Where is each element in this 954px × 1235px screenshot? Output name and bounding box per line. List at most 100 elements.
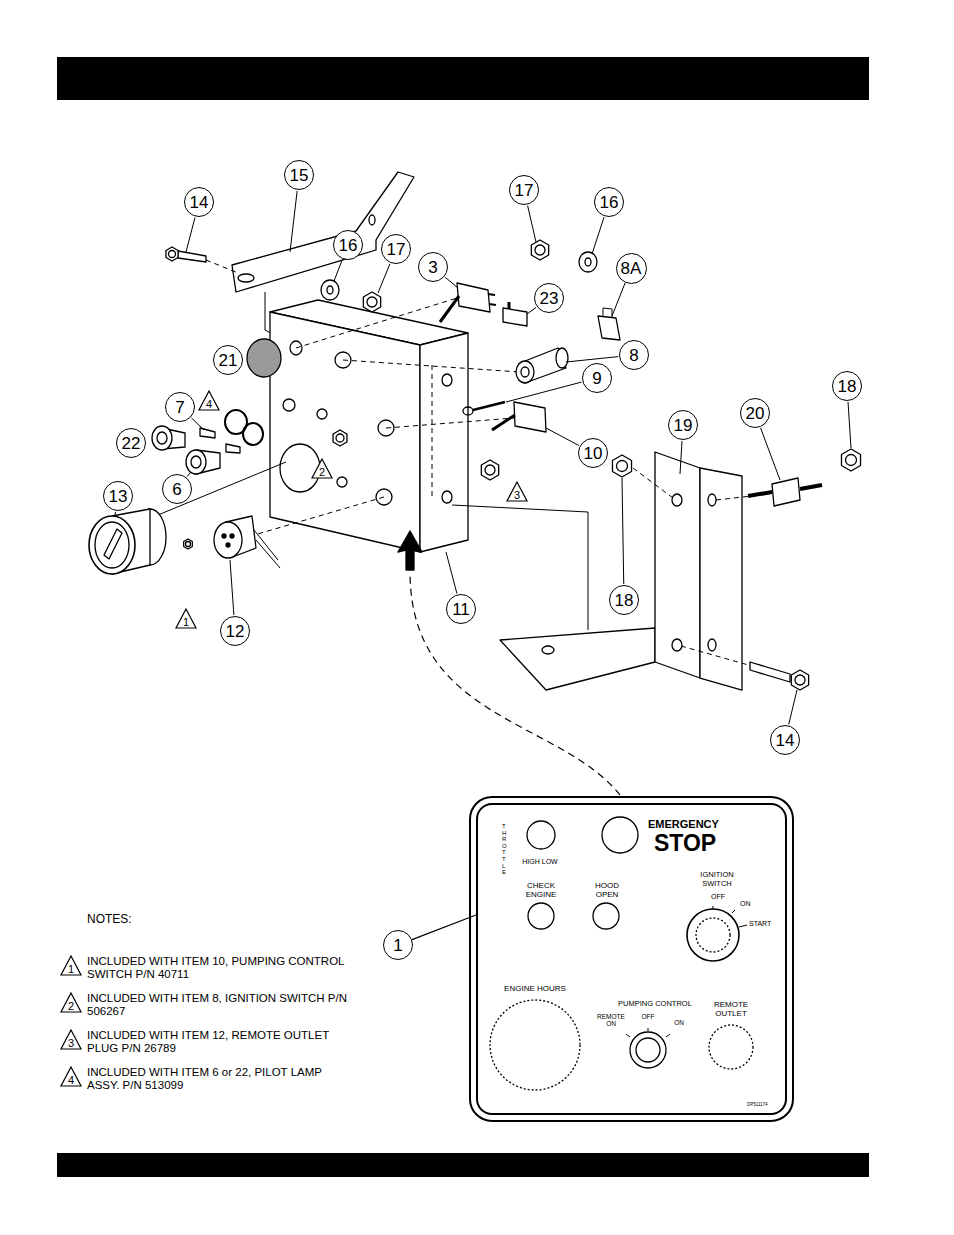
note-triangle: 1 xyxy=(175,608,197,629)
switch-tick xyxy=(732,910,735,913)
callout-circle: 19 xyxy=(668,410,698,440)
panel-label: IGNITION SWITCH xyxy=(687,871,747,888)
bracket-base xyxy=(500,628,655,690)
callout-number: 8 xyxy=(629,347,638,364)
callout-number: 6 xyxy=(172,481,181,498)
callout-circle: 8 xyxy=(619,340,649,370)
mounting-hole xyxy=(317,409,327,419)
connector-latch xyxy=(603,308,612,318)
triangle-shape xyxy=(61,993,81,1012)
note-number: 1 xyxy=(175,617,197,628)
callout-number: 14 xyxy=(190,194,209,211)
pilot-bulb xyxy=(200,428,215,438)
bracket-hole xyxy=(672,639,682,651)
panel-label: HIGH LOW xyxy=(522,858,557,866)
hex-nut-bore xyxy=(617,461,628,472)
callout-number: 3 xyxy=(428,259,437,276)
callout-circle: 6 xyxy=(162,474,192,504)
panel-label: OFF xyxy=(642,1013,655,1020)
hex-nut xyxy=(363,292,380,312)
switch-tick xyxy=(626,1034,630,1037)
callout-number: 18 xyxy=(615,592,634,609)
triangle-outline xyxy=(60,955,82,976)
callout-circle: 16 xyxy=(594,187,624,217)
callout-number: 14 xyxy=(776,732,795,749)
callout-circle: 22 xyxy=(116,428,146,458)
outlet-pin xyxy=(226,543,230,547)
threaded-stud xyxy=(800,485,822,489)
assembly-line xyxy=(158,462,286,515)
triangle-outline xyxy=(60,1029,82,1050)
bolt-head xyxy=(166,247,178,261)
ignition-switch-back xyxy=(556,348,568,368)
panel-label: REMOTE ON xyxy=(594,1013,628,1028)
leader-line xyxy=(761,428,780,480)
triangle-shape xyxy=(61,956,81,975)
triangle-shape xyxy=(61,1067,81,1086)
note-text: INCLUDED WITH ITEM 6 or 22, PILOT LAMP A… xyxy=(87,1066,349,1091)
callout-circle: 23 xyxy=(534,283,564,313)
callout-number: 13 xyxy=(109,488,128,505)
assembly-line xyxy=(681,646,752,666)
hex-nut-bore xyxy=(367,297,377,307)
leader-line xyxy=(789,690,797,724)
leader-line xyxy=(187,473,190,477)
hour-meter-cutout xyxy=(490,1000,580,1090)
toggle-lever xyxy=(440,296,459,322)
triangle-shape xyxy=(507,482,527,501)
note-text: INCLUDED WITH ITEM 8, IGNITION SWITCH P/… xyxy=(87,992,349,1017)
callout-circle: 16 xyxy=(333,230,363,260)
callout-circle: 1 xyxy=(383,930,413,960)
mounting-hole xyxy=(337,477,347,487)
callout-circle: 9 xyxy=(582,363,612,393)
panel-label: ON xyxy=(674,1019,684,1026)
ignition-key xyxy=(473,402,505,410)
bolt-shank xyxy=(178,251,206,262)
mounting-hole xyxy=(442,374,452,386)
mounting-hole xyxy=(442,491,452,503)
hex-nut xyxy=(841,449,860,471)
hex-nut-bore xyxy=(336,434,344,442)
bracket-flange xyxy=(700,468,742,690)
rocker-actuator xyxy=(508,302,511,309)
triangle-outline xyxy=(175,608,197,629)
ignition-bezel xyxy=(687,909,739,961)
strap-hole xyxy=(369,215,375,225)
callout-number: 19 xyxy=(674,417,693,434)
callout-circle: 18 xyxy=(832,371,862,401)
leader-line xyxy=(290,191,297,252)
note-triangle: 3 xyxy=(60,1029,82,1050)
mounting-strap xyxy=(232,172,414,292)
switch-tick xyxy=(648,1028,649,1031)
assembly-line xyxy=(206,260,238,273)
lamp-holder-front xyxy=(186,450,206,474)
triangle-outline xyxy=(60,992,82,1013)
callout-number: 9 xyxy=(592,370,601,387)
callout-circle: 10 xyxy=(578,438,608,468)
outlet-wire xyxy=(256,540,280,568)
bracket-hole xyxy=(542,646,554,654)
callout-circle: 17 xyxy=(509,175,539,205)
washer-hole xyxy=(327,286,333,294)
control-panel-decal: THROTTLEEMERGENCYSTOPHIGH LOWCHECK ENGIN… xyxy=(476,803,787,1115)
footer-bar xyxy=(57,1153,869,1177)
leader-line xyxy=(528,206,536,242)
switch-tick xyxy=(713,906,714,909)
hex-nut xyxy=(531,240,548,260)
hood-open-lamp xyxy=(593,903,619,929)
check-engine-lamp xyxy=(528,903,554,929)
callout-number: 17 xyxy=(515,182,534,199)
standoff xyxy=(772,478,800,506)
throttle-knob xyxy=(527,821,555,849)
leader-line xyxy=(546,428,579,445)
switch-terminal xyxy=(489,304,496,305)
pumping-control-switch xyxy=(514,402,546,432)
leader-line xyxy=(334,260,342,281)
assembly-line xyxy=(343,360,520,372)
hour-meter-bezel xyxy=(89,516,135,574)
callout-circle: 11 xyxy=(446,594,476,624)
triangle-outline xyxy=(311,458,333,479)
hex-nut xyxy=(612,455,631,477)
